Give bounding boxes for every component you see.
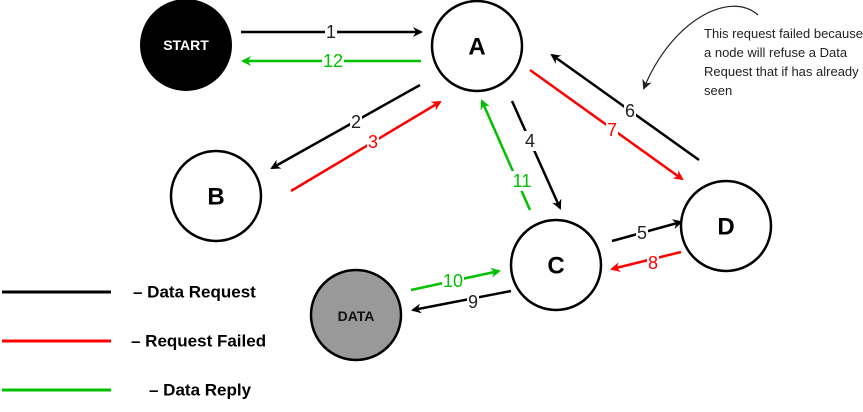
edge-label-bg: [606, 120, 618, 140]
node-a-label: A: [468, 34, 485, 61]
edge-3-failed: 3: [290, 100, 442, 193]
edge-label-bg: [636, 223, 648, 243]
edge-label-bg: [350, 112, 362, 132]
node-a: A: [430, 0, 524, 93]
node-d-label: D: [717, 214, 734, 241]
edge-9-request: 9: [411, 289, 512, 314]
edge-label-bg: [524, 131, 536, 151]
node-data: DATA: [309, 268, 403, 362]
annotation-note: This request failed because a node will …: [704, 26, 863, 98]
edge-label-bg: [325, 22, 337, 42]
edge-step-label: 1: [326, 22, 336, 42]
annotation-arrow: [642, 5, 759, 90]
edge-12-reply: 12: [241, 51, 421, 71]
edge-label-bg: [322, 51, 344, 71]
edge-1-request: 1: [241, 22, 423, 42]
node-c-label: C: [547, 253, 564, 280]
edge-step-label: 5: [637, 223, 647, 243]
edge-step-label: 3: [368, 132, 378, 152]
edge-line: [290, 100, 442, 193]
edge-step-label: 4: [525, 131, 535, 151]
edge-2-request: 2: [270, 83, 421, 170]
edge-step-label: 12: [323, 51, 343, 71]
node-start-label: START: [163, 37, 209, 53]
edge-step-label: 2: [351, 112, 361, 132]
legend-label-failed: – Request Failed: [131, 332, 266, 351]
edge-step-label: 6: [625, 101, 635, 121]
node-start: START: [140, 0, 232, 91]
edge-step-label: 8: [648, 253, 658, 273]
edge-7-failed: 7: [529, 68, 684, 181]
edge-step-label: 10: [443, 271, 463, 291]
edge-11-reply: 11: [480, 99, 533, 211]
edge-step-label: 9: [468, 292, 478, 312]
edge-step-label: 11: [513, 171, 532, 191]
edge-label-bg: [467, 292, 479, 312]
edge-6-request: 6: [550, 53, 700, 162]
edge-label-bg: [511, 171, 533, 191]
node-b-label: B: [207, 184, 224, 211]
edge-label-bg: [367, 132, 379, 152]
edge-label-bg: [624, 101, 636, 121]
edge-5-request: 5: [611, 219, 683, 243]
edge-4-request: 4: [510, 100, 562, 210]
legend: – Data Request – Request Failed – Data R…: [2, 283, 266, 400]
edge-line: [270, 83, 421, 170]
legend-label-reply: – Data Reply: [149, 381, 252, 400]
node-data-label: DATA: [338, 308, 375, 324]
edge-8-failed: 8: [610, 250, 682, 273]
edge-step-label: 7: [607, 120, 617, 140]
node-d: D: [679, 179, 773, 273]
edge-label-bg: [442, 271, 464, 291]
edge-line: [610, 250, 682, 272]
legend-label-request: – Data Request: [133, 283, 256, 302]
edge-line: [480, 99, 532, 211]
edge-10-reply: 10: [410, 267, 501, 292]
node-c: C: [509, 218, 603, 312]
edge-label-bg: [647, 253, 659, 273]
edge-line: [510, 100, 562, 210]
edge-line: [411, 289, 512, 314]
node-b: B: [169, 149, 263, 243]
